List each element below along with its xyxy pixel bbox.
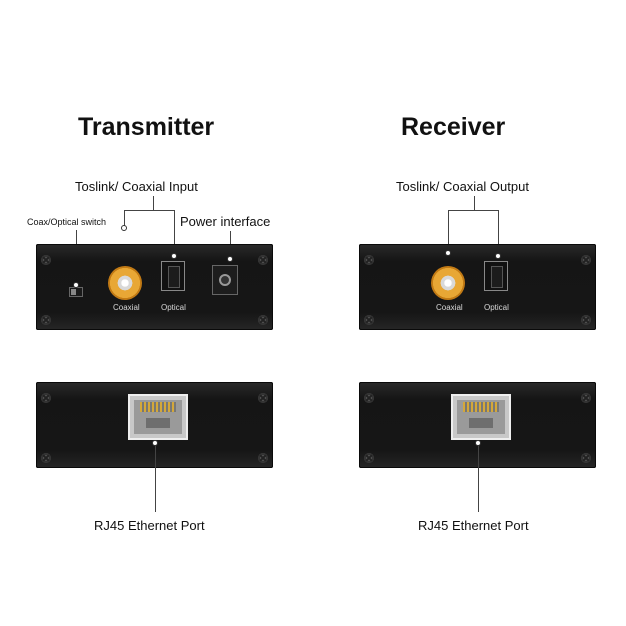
rx-optical-label: Optical: [484, 303, 509, 312]
rj45-port-icon: [128, 394, 188, 440]
screw-icon: [364, 315, 374, 325]
receiver-title: Receiver: [401, 113, 506, 141]
tx-front-panel: Coaxial Optical: [36, 244, 273, 330]
tx-bracket-right: [174, 210, 175, 256]
tx-input-label: Toslink/ Coaxial Input: [75, 179, 198, 194]
tx-switch-marker: [73, 282, 79, 288]
tx-coaxial-label: Coaxial: [113, 303, 140, 312]
screw-icon: [258, 453, 268, 463]
screw-icon: [364, 393, 374, 403]
rj45-port-icon: [451, 394, 511, 440]
screw-icon: [364, 255, 374, 265]
screw-icon: [364, 453, 374, 463]
screw-icon: [41, 315, 51, 325]
tx-bracket-horizontal: [124, 210, 175, 211]
tx-rj45-marker: [152, 440, 158, 446]
tx-coaxial-marker: [121, 225, 127, 231]
rx-rj45-line: [478, 446, 479, 512]
rx-back-panel: [359, 382, 596, 468]
coaxial-port-icon: [108, 266, 142, 300]
rx-bracket-right: [498, 210, 499, 256]
transmitter-title: Transmitter: [78, 113, 215, 141]
tx-power-label: Power interface: [180, 214, 271, 229]
screw-icon: [581, 315, 591, 325]
tx-optical-label: Optical: [161, 303, 186, 312]
rx-rj45-label: RJ45 Ethernet Port: [418, 518, 529, 533]
rx-coaxial-marker: [445, 250, 451, 256]
coax-optical-switch[interactable]: [69, 287, 83, 297]
rx-output-label: Toslink/ Coaxial Output: [396, 179, 529, 194]
rx-front-panel: Coaxial Optical: [359, 244, 596, 330]
tx-bracket-left: [124, 210, 125, 228]
rx-bracket-vertical: [474, 196, 475, 210]
tx-power-marker: [227, 256, 233, 262]
screw-icon: [581, 453, 591, 463]
rx-optical-marker: [495, 253, 501, 259]
power-jack-icon: [212, 265, 238, 295]
tx-rj45-label: RJ45 Ethernet Port: [94, 518, 205, 533]
screw-icon: [258, 315, 268, 325]
rx-bracket-horizontal: [448, 210, 499, 211]
rx-bracket-left: [448, 210, 449, 250]
tx-bracket-vertical: [153, 196, 154, 210]
tx-rj45-line: [155, 446, 156, 512]
optical-port-icon: [161, 261, 185, 291]
screw-icon: [581, 393, 591, 403]
screw-icon: [41, 255, 51, 265]
rx-rj45-marker: [475, 440, 481, 446]
screw-icon: [41, 393, 51, 403]
tx-switch-label: Coax/Optical switch: [27, 217, 107, 227]
tx-optical-marker: [171, 253, 177, 259]
rx-coaxial-label: Coaxial: [436, 303, 463, 312]
screw-icon: [258, 393, 268, 403]
tx-back-panel: [36, 382, 273, 468]
screw-icon: [41, 453, 51, 463]
optical-port-icon: [484, 261, 508, 291]
screw-icon: [581, 255, 591, 265]
coaxial-port-icon: [431, 266, 465, 300]
screw-icon: [258, 255, 268, 265]
